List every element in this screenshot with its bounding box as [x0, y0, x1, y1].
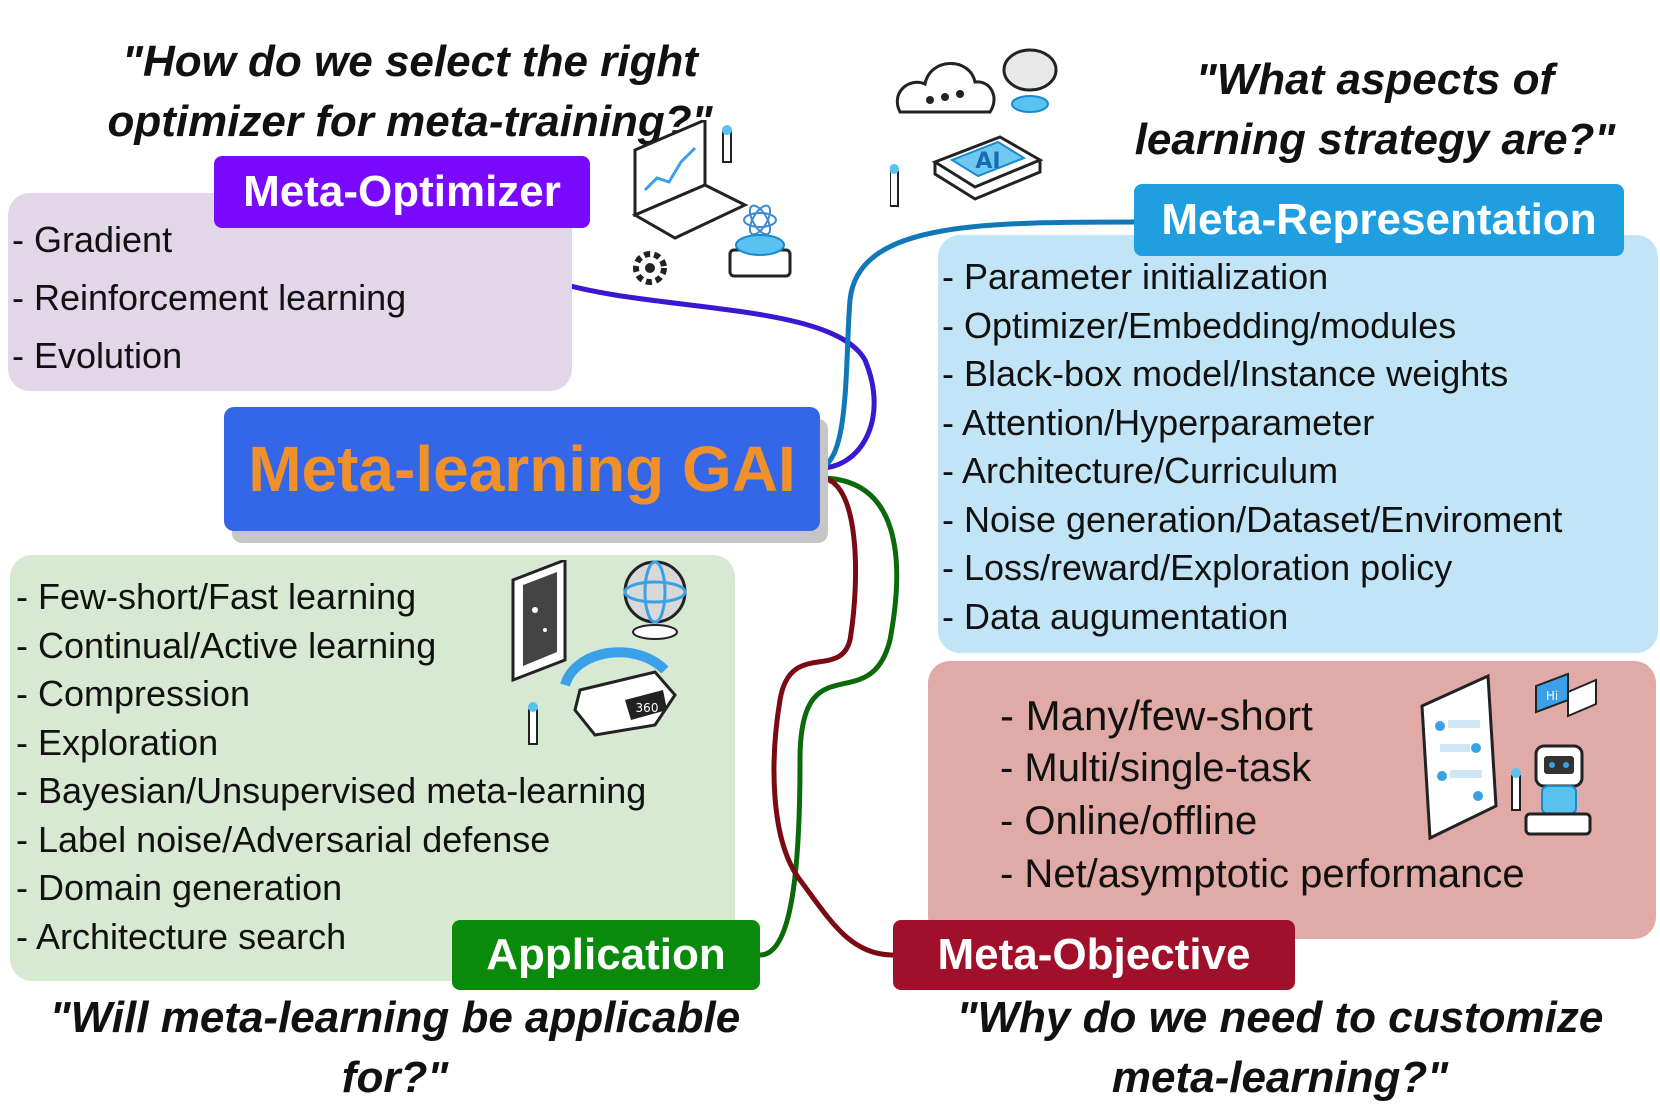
optimizer-question-line-2: optimizer for meta-training?": [107, 97, 713, 146]
center-node: Meta-learning GAI: [224, 407, 820, 531]
representation-item: - Optimizer/Embedding/modules: [942, 304, 1457, 346]
ai-chip-text: AI: [975, 149, 1000, 174]
optimizer-item: - Evolution: [12, 335, 183, 376]
wire-representation: [818, 219, 1141, 471]
application-item: - Architecture search: [16, 915, 347, 957]
brain-icon: [1002, 48, 1058, 113]
chat-bubble-icon: Hi: [1535, 672, 1597, 718]
phone-robot-illustration: Hi: [1420, 672, 1597, 841]
ai-chip-icon: AI: [931, 135, 1044, 201]
application-item: - Domain generation: [16, 867, 343, 908]
door-icon: [511, 560, 567, 683]
application-panel: - Few-short/Fast learning - Continual/Ac…: [10, 555, 735, 981]
objective-tag: Meta-Objective: [893, 920, 1295, 990]
optimizer-question-line-1: "How do we select the right: [122, 37, 698, 86]
application-question-line-1: "Will meta-learning be applicable: [49, 993, 741, 1042]
objective-question-line-1: "Why do we need to customize: [956, 993, 1604, 1042]
optimizer-question: "How do we select the right optimizer fo…: [0, 32, 820, 152]
representation-panel: - Parameter initialization - Optimizer/E…: [938, 235, 1658, 653]
gear-icon: [633, 251, 667, 285]
application-item: - Label noise/Adversarial defense: [16, 818, 551, 860]
globe-icon: [623, 560, 687, 640]
laptop-icon: [631, 120, 749, 240]
representation-item: - Attention/Hyperparameter: [942, 401, 1375, 443]
application-question: "Will meta-learning be applicable for?": [0, 988, 790, 1108]
pin-icon: [722, 125, 732, 163]
objective-item: - Online/offline: [1000, 799, 1258, 843]
chart-line-icon: [643, 146, 697, 192]
smartphone-icon: [1420, 673, 1498, 841]
application-item: - Exploration: [16, 721, 219, 763]
atom-chip-icon: [728, 204, 792, 278]
chat-text: Hi: [1546, 689, 1558, 703]
objective-item: - Multi/single-task: [1000, 746, 1312, 790]
representation-items: - Parameter initialization - Optimizer/E…: [942, 253, 1562, 641]
application-item: - Few-short/Fast learning: [16, 576, 417, 617]
representation-item: - Noise generation/Dataset/Enviroment: [942, 498, 1563, 540]
objective-question: "Why do we need to customize meta-learni…: [900, 988, 1660, 1108]
application-item: - Compression: [16, 673, 251, 714]
objective-items: - Many/few-short - Multi/single-task - O…: [1000, 689, 1525, 901]
optimizer-item: - Reinforcement learning: [12, 277, 407, 318]
optimizer-items: - Gradient - Reinforcement learning - Ev…: [12, 211, 406, 385]
application-question-line-2: for?": [341, 1053, 449, 1102]
optimizer-item: - Gradient: [12, 219, 173, 260]
representation-item: - Black-box model/Instance weights: [942, 353, 1509, 394]
representation-tag: Meta-Representation: [1134, 184, 1624, 256]
vr-globe-illustration: 360: [511, 560, 687, 745]
objective-item: - Many/few-short: [1000, 692, 1313, 739]
center-title: Meta-learning GAI: [248, 433, 796, 505]
objective-panel: - Many/few-short - Multi/single-task - O…: [928, 661, 1656, 939]
application-item: - Bayesian/Unsupervised meta-learning: [16, 770, 647, 811]
representation-question-line-2: learning strategy are?": [1134, 115, 1616, 164]
application-tag: Application: [452, 920, 760, 990]
representation-item: - Data augumentation: [942, 595, 1289, 637]
vr-text: 360: [636, 701, 659, 715]
application-item: - Continual/Active learning: [16, 624, 437, 666]
laptop-chart-illustration: [631, 120, 792, 285]
representation-item: - Parameter initialization: [942, 256, 1329, 297]
vr-headset-icon: 360: [560, 647, 677, 737]
robot-icon: [1524, 744, 1592, 836]
application-items: - Few-short/Fast learning - Continual/Ac…: [16, 573, 646, 961]
pin-icon: [890, 164, 899, 207]
optimizer-tag: Meta-Optimizer: [214, 156, 590, 228]
wire-application: [759, 475, 900, 958]
representation-question-line-1: "What aspects of: [1195, 55, 1555, 104]
representation-question: "What aspects of learning strategy are?": [1090, 50, 1660, 170]
cloud-ai-chip-illustration: AI: [890, 48, 1058, 207]
objective-item: - Net/asymptotic performance: [1000, 852, 1525, 896]
cloud-icon: [896, 62, 996, 114]
wire-objective: [771, 475, 894, 958]
representation-item: - Loss/reward/Exploration policy: [942, 547, 1453, 588]
pin-icon: [528, 702, 538, 745]
pin-icon: [1511, 768, 1521, 811]
objective-question-line-2: meta-learning?": [1111, 1053, 1449, 1102]
representation-item: - Architecture/Curriculum: [942, 450, 1339, 491]
